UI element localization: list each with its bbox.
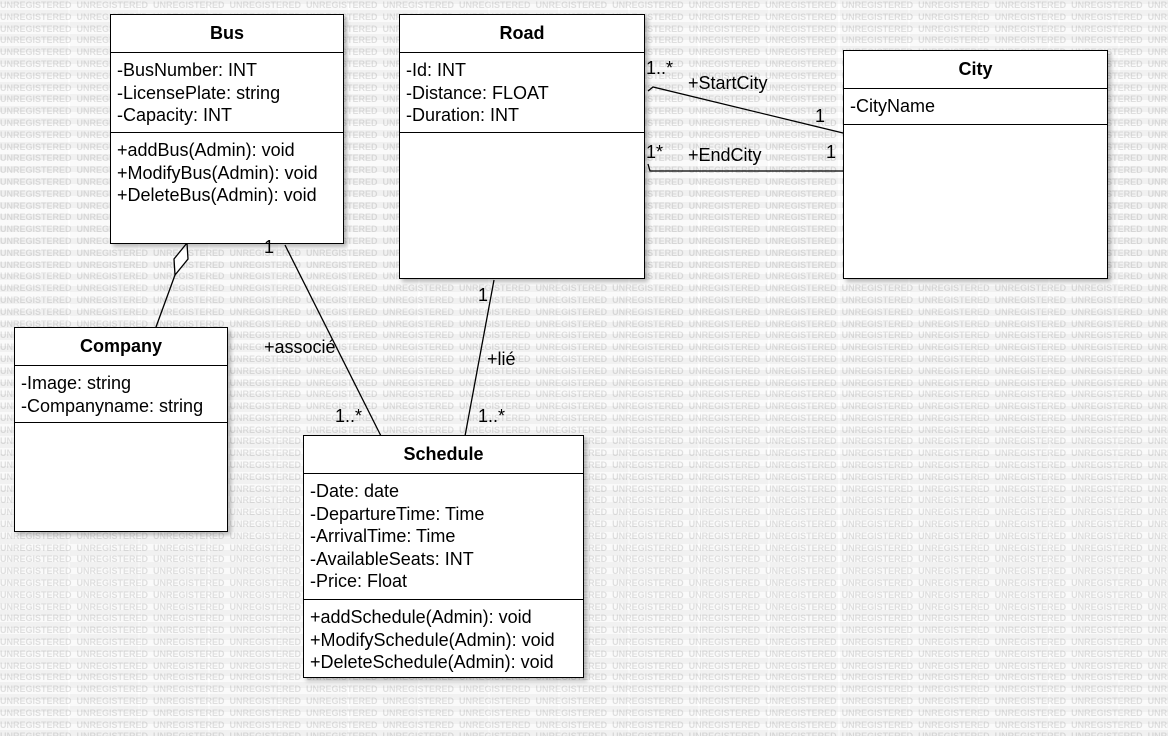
end-city-role-label: +EndCity <box>688 145 762 165</box>
operations-compartment <box>15 423 227 531</box>
class-city[interactable]: City -CityName <box>843 50 1108 279</box>
road-schedule-schedule-multiplicity: 1..* <box>478 406 506 426</box>
bus-schedule-role-label: +associé <box>264 337 336 357</box>
operations-compartment: +addSchedule(Admin): void +ModifySchedul… <box>304 600 583 677</box>
attribute: -Capacity: INT <box>117 105 233 125</box>
operation: +addSchedule(Admin): void <box>310 607 532 627</box>
attributes-compartment: -Image: string -Companyname: string <box>15 366 227 423</box>
operation: +ModifyBus(Admin): void <box>117 162 318 183</box>
end-city-road-multiplicity: 1* <box>646 142 664 162</box>
attribute: -Date: date <box>310 481 400 501</box>
class-name: Bus <box>111 15 343 53</box>
class-name: Road <box>400 15 644 53</box>
attribute: -LicensePlate: string <box>117 82 281 103</box>
attribute: -BusNumber: INT <box>117 60 258 80</box>
start-city-association-line[interactable] <box>647 86 844 134</box>
operations-compartment <box>844 125 1107 278</box>
class-name: City <box>844 51 1107 89</box>
class-name: Company <box>15 328 227 366</box>
operations-compartment: +addBus(Admin): void +ModifyBus(Admin): … <box>111 133 343 243</box>
attribute: -Id: INT <box>406 60 467 80</box>
road-schedule-role-label: +lié <box>487 349 516 369</box>
start-city-city-multiplicity: 1 <box>815 106 826 126</box>
attributes-compartment: -BusNumber: INT -LicensePlate: string -C… <box>111 53 343 133</box>
class-road[interactable]: Road -Id: INT -Distance: FLOAT -Duration… <box>399 14 645 279</box>
attribute: -ArrivalTime: Time <box>310 526 456 546</box>
attribute: -Companyname: string <box>21 395 204 416</box>
operation: +addBus(Admin): void <box>117 140 295 160</box>
attribute: -Price: Float <box>310 571 408 591</box>
end-city-city-multiplicity: 1 <box>826 142 837 162</box>
class-name: Schedule <box>304 436 583 474</box>
road-schedule-road-multiplicity: 1 <box>478 285 489 305</box>
class-company[interactable]: Company -Image: string -Companyname: str… <box>14 327 228 532</box>
attribute: -AvailableSeats: INT <box>310 548 474 569</box>
attribute: -Duration: INT <box>406 105 520 125</box>
class-bus[interactable]: Bus -BusNumber: INT -LicensePlate: strin… <box>110 14 344 244</box>
attribute: -DepartureTime: Time <box>310 503 485 524</box>
operation: +DeleteSchedule(Admin): void <box>310 652 554 672</box>
operations-compartment <box>400 133 644 278</box>
start-city-road-multiplicity: 1..* <box>646 58 674 78</box>
bus-schedule-association-line[interactable] <box>284 244 382 437</box>
attribute: -Image: string <box>21 373 132 393</box>
end-city-association-line[interactable] <box>647 163 843 172</box>
bus-schedule-schedule-multiplicity: 1..* <box>335 406 363 426</box>
operation: +ModifySchedule(Admin): void <box>310 629 555 650</box>
road-schedule-association-line[interactable] <box>464 279 495 437</box>
bus-schedule-bus-multiplicity: 1 <box>264 237 275 257</box>
attributes-compartment: -Id: INT -Distance: FLOAT -Duration: INT <box>400 53 644 133</box>
start-city-role-label: +StartCity <box>688 73 768 93</box>
attributes-compartment: -CityName <box>844 89 1107 125</box>
operation: +DeleteBus(Admin): void <box>117 185 317 205</box>
attribute: -CityName <box>850 96 936 116</box>
attributes-compartment: -Date: date -DepartureTime: Time -Arriva… <box>304 474 583 600</box>
aggregation-diamond-icon <box>173 241 189 277</box>
class-schedule[interactable]: Schedule -Date: date -DepartureTime: Tim… <box>303 435 584 678</box>
company-bus-aggregation-line[interactable] <box>155 274 176 328</box>
attribute: -Distance: FLOAT <box>406 82 549 103</box>
